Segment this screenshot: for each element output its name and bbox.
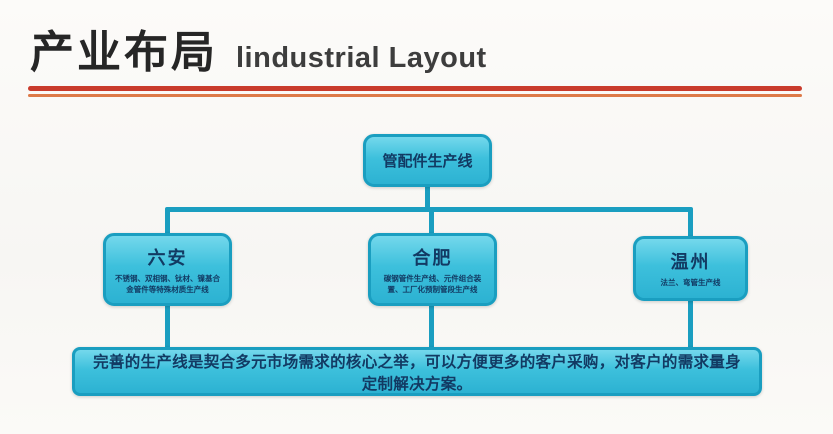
node-hefei-description: 碳钢管件生产线、元件组合装置、工厂化预制管段生产线 [383,274,482,294]
header: 产业布局 lindustrial Layout [30,16,487,80]
node-root-label: 管配件生产线 [382,153,473,170]
node-luan: 六安 不锈钢、双相钢、钛材、镍基合金管件等特殊材质生产线 [103,233,232,306]
connector-luan-top [165,210,170,235]
summary-banner: 完善的生产线是契合多元市场需求的核心之举，可以方便更多的客户采购，对客户的需求量… [72,347,762,396]
node-luan-label: 六安 [147,248,188,269]
connector-hefei-top [429,210,434,235]
page-title-english: lindustrial Layout [236,42,487,74]
divider-line-orange [28,94,802,97]
node-pipe-fittings-line: 管配件生产线 [363,134,492,187]
connector-wenzhou-top [688,210,693,238]
connector-hefei-bottom [429,304,434,349]
connector-root-vertical [425,185,430,212]
node-wenzhou-description: 法兰、弯管生产线 [660,278,721,288]
node-wenzhou: 温州 法兰、弯管生产线 [633,236,748,301]
node-hefei-label: 合肥 [412,248,453,269]
connector-wenzhou-bottom [688,299,693,349]
page-title-chinese: 产业布局 [30,28,218,77]
node-luan-description: 不锈钢、双相钢、钛材、镍基合金管件等特殊材质生产线 [115,274,220,294]
node-hefei: 合肥 碳钢管件生产线、元件组合装置、工厂化预制管段生产线 [368,233,497,306]
node-wenzhou-label: 温州 [670,252,711,273]
connector-horizontal-bar [165,207,693,212]
divider-line-red [28,86,802,91]
connector-luan-bottom [165,304,170,349]
